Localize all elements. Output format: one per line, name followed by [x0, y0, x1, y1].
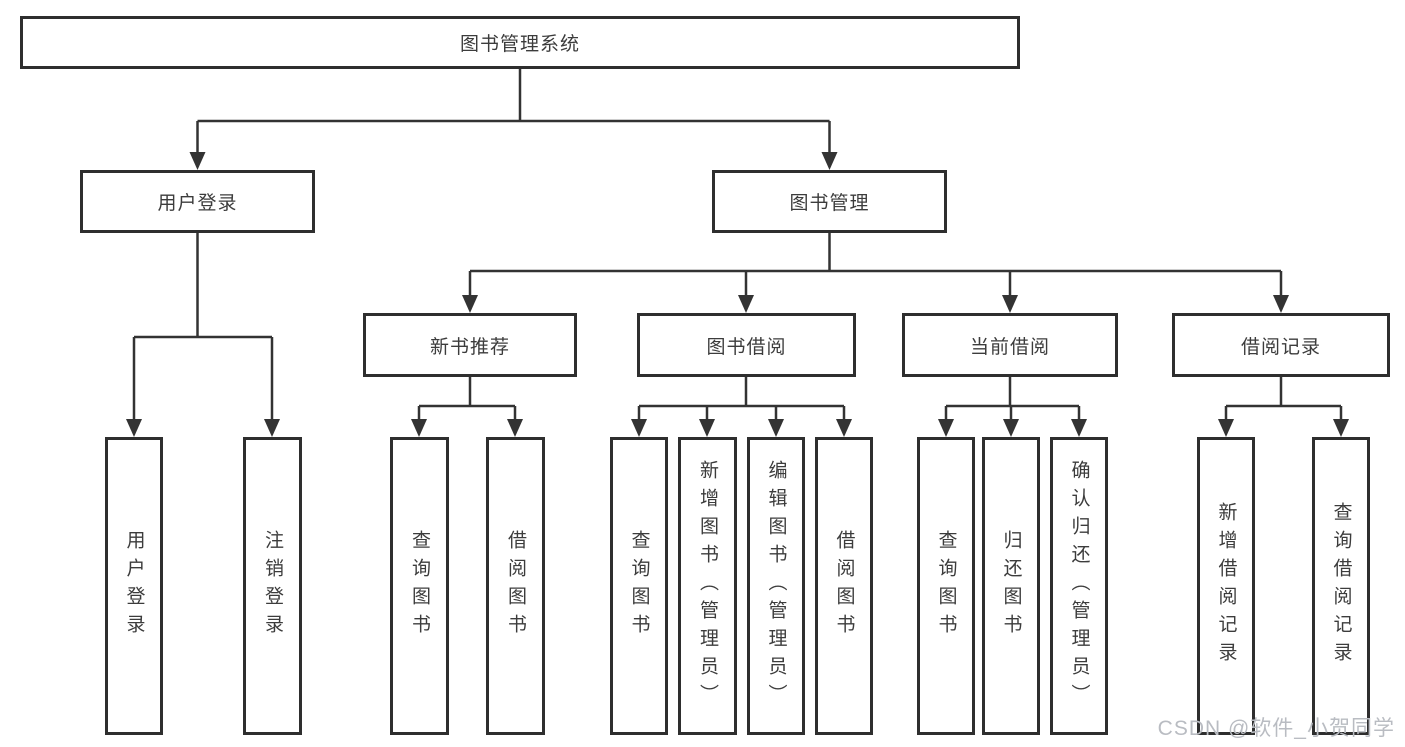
leaf-borrow-add-book-admin: 新增图书（管理员） — [678, 437, 737, 735]
leaf-record-query-record: 查询借阅记录 — [1312, 437, 1370, 735]
leaf-current-query-book: 查询图书 — [917, 437, 975, 735]
connector-book-mgmt — [462, 233, 1289, 313]
leaf-newrec-borrow-book: 借阅图书 — [486, 437, 545, 735]
connector-root — [189, 69, 838, 170]
node-book-borrow: 图书借阅 — [637, 313, 856, 377]
csdn-watermark: CSDN @软件_小贺同学 — [1157, 717, 1395, 740]
connector-current-borrow — [938, 377, 1087, 437]
node-new-book-rec: 新书推荐 — [363, 313, 577, 377]
connector-new-rec — [411, 377, 523, 437]
connector-book-borrow — [631, 377, 852, 437]
node-book-mgmt: 图书管理 — [712, 170, 947, 233]
leaf-logout: 注销登录 — [243, 437, 302, 735]
leaf-record-add-record: 新增借阅记录 — [1197, 437, 1255, 735]
leaf-borrow-edit-book-admin: 编辑图书（管理员） — [747, 437, 805, 735]
leaf-current-confirm-return-admin: 确认归还（管理员） — [1050, 437, 1108, 735]
connector-user-login — [126, 233, 280, 437]
leaf-borrow-query-book: 查询图书 — [610, 437, 668, 735]
node-user-login: 用户登录 — [80, 170, 315, 233]
node-root: 图书管理系统 — [20, 16, 1020, 69]
leaf-current-return-book: 归还图书 — [982, 437, 1040, 735]
leaf-newrec-query-book: 查询图书 — [390, 437, 449, 735]
node-borrow-record: 借阅记录 — [1172, 313, 1390, 377]
node-current-borrow: 当前借阅 — [902, 313, 1118, 377]
leaf-user-login: 用户登录 — [105, 437, 163, 735]
connector-borrow-record — [1218, 377, 1349, 437]
leaf-borrow-borrow-book: 借阅图书 — [815, 437, 873, 735]
